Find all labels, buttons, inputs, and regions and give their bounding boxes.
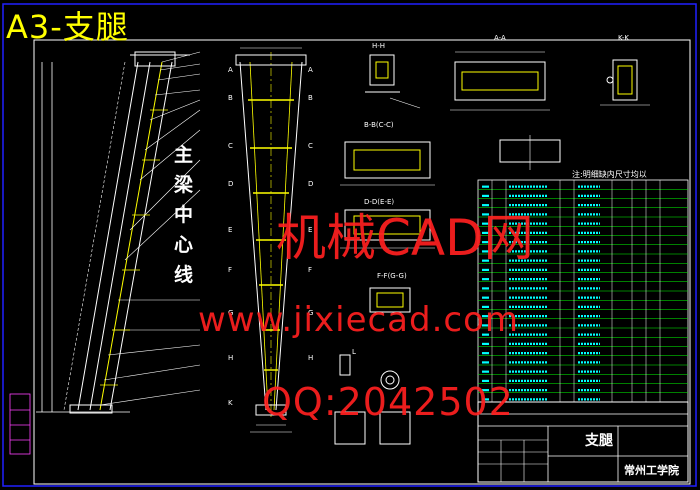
inner-frame (33, 39, 691, 485)
section-label-ff: F-F(G-G) (377, 272, 407, 280)
watermark-url: www.jixiecad.com (198, 300, 520, 340)
section-letter-left: F (228, 266, 232, 274)
detail-l (334, 354, 411, 445)
main-beam-char: 线 (174, 264, 194, 286)
section-letter-right: C (308, 142, 313, 150)
outer-frame (2, 3, 697, 487)
section-label-dd: D-D(E-E) (364, 198, 394, 206)
section-letter-right: E (308, 226, 312, 234)
drawing-title: A3-支腿 (6, 8, 129, 46)
section-label-aa: A-A (494, 34, 506, 42)
watermark-site: 机械CAD网 (276, 209, 534, 267)
table-note: 注:明细缺内尺寸均以 (572, 169, 647, 179)
part-title: 支腿 (584, 432, 613, 449)
weld-detail (499, 135, 561, 170)
section-letter-right: H (308, 354, 313, 362)
section-label-hh: H-H (372, 42, 385, 50)
section-label-ll: L (352, 348, 356, 356)
section-d-d (340, 209, 435, 249)
section-letter-left: A (228, 66, 233, 74)
section-b-b (340, 141, 435, 186)
school-name: 常州工学院 (624, 463, 679, 477)
section-letter-left: G (228, 309, 233, 317)
section-letter-right: D (308, 180, 313, 188)
front-tapered-view (235, 39, 307, 433)
section-label-kk: K-K (618, 34, 629, 42)
section-label-bb: B-B(C-C) (364, 121, 394, 129)
section-letter-right: F (308, 266, 312, 274)
section-letter-left: K (228, 399, 233, 407)
parts-list-table (477, 179, 689, 403)
main-beam-char: 主 (174, 144, 194, 166)
section-k-k (600, 59, 650, 106)
main-beam-char: 心 (174, 234, 194, 256)
main-beam-char: 梁 (174, 174, 194, 196)
section-f-f (369, 287, 411, 313)
main-beam-char: 中 (174, 204, 194, 226)
section-letter-left: C (228, 142, 233, 150)
section-h-h (365, 54, 421, 109)
section-letter-right: G (308, 309, 313, 317)
section-a-a (450, 51, 550, 111)
left-elevation-view (9, 51, 201, 455)
section-letter-left: D (228, 180, 233, 188)
section-letter-left: H (228, 354, 233, 362)
watermark-qq: QQ:2042502 (262, 380, 514, 424)
section-letter-right: A (308, 66, 313, 74)
section-letter-left: E (228, 226, 232, 234)
section-letter-right: B (308, 94, 313, 102)
title-block (477, 401, 689, 483)
section-letter-left: B (228, 94, 233, 102)
